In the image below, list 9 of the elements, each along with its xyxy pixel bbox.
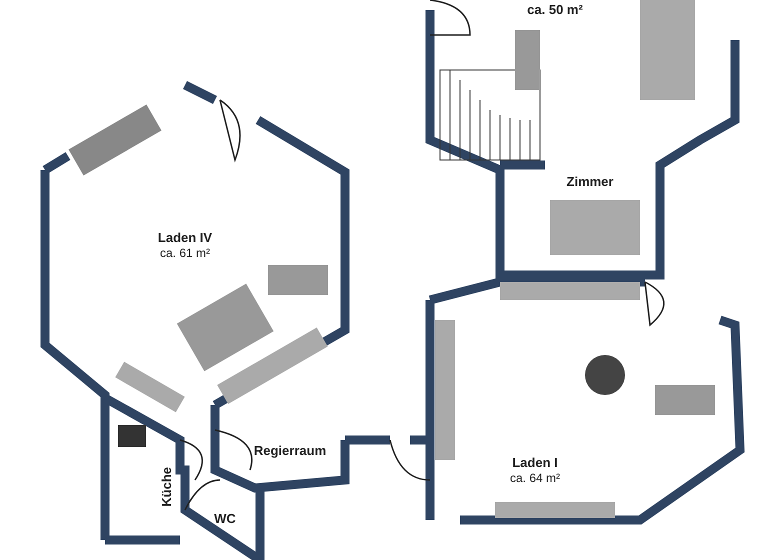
room-name: Laden I — [512, 454, 558, 470]
area-label: ca. 61 m² — [160, 246, 210, 260]
room-name: Küche — [159, 467, 175, 507]
room-name: Laden IV — [158, 230, 212, 246]
area-label: ca. 64 m² — [510, 470, 560, 486]
room-name: WC — [214, 511, 236, 527]
room-name: Zimmer — [566, 174, 614, 190]
area-label: ca. 50 m² — [527, 2, 583, 18]
room-name: Regierraum — [254, 443, 326, 459]
